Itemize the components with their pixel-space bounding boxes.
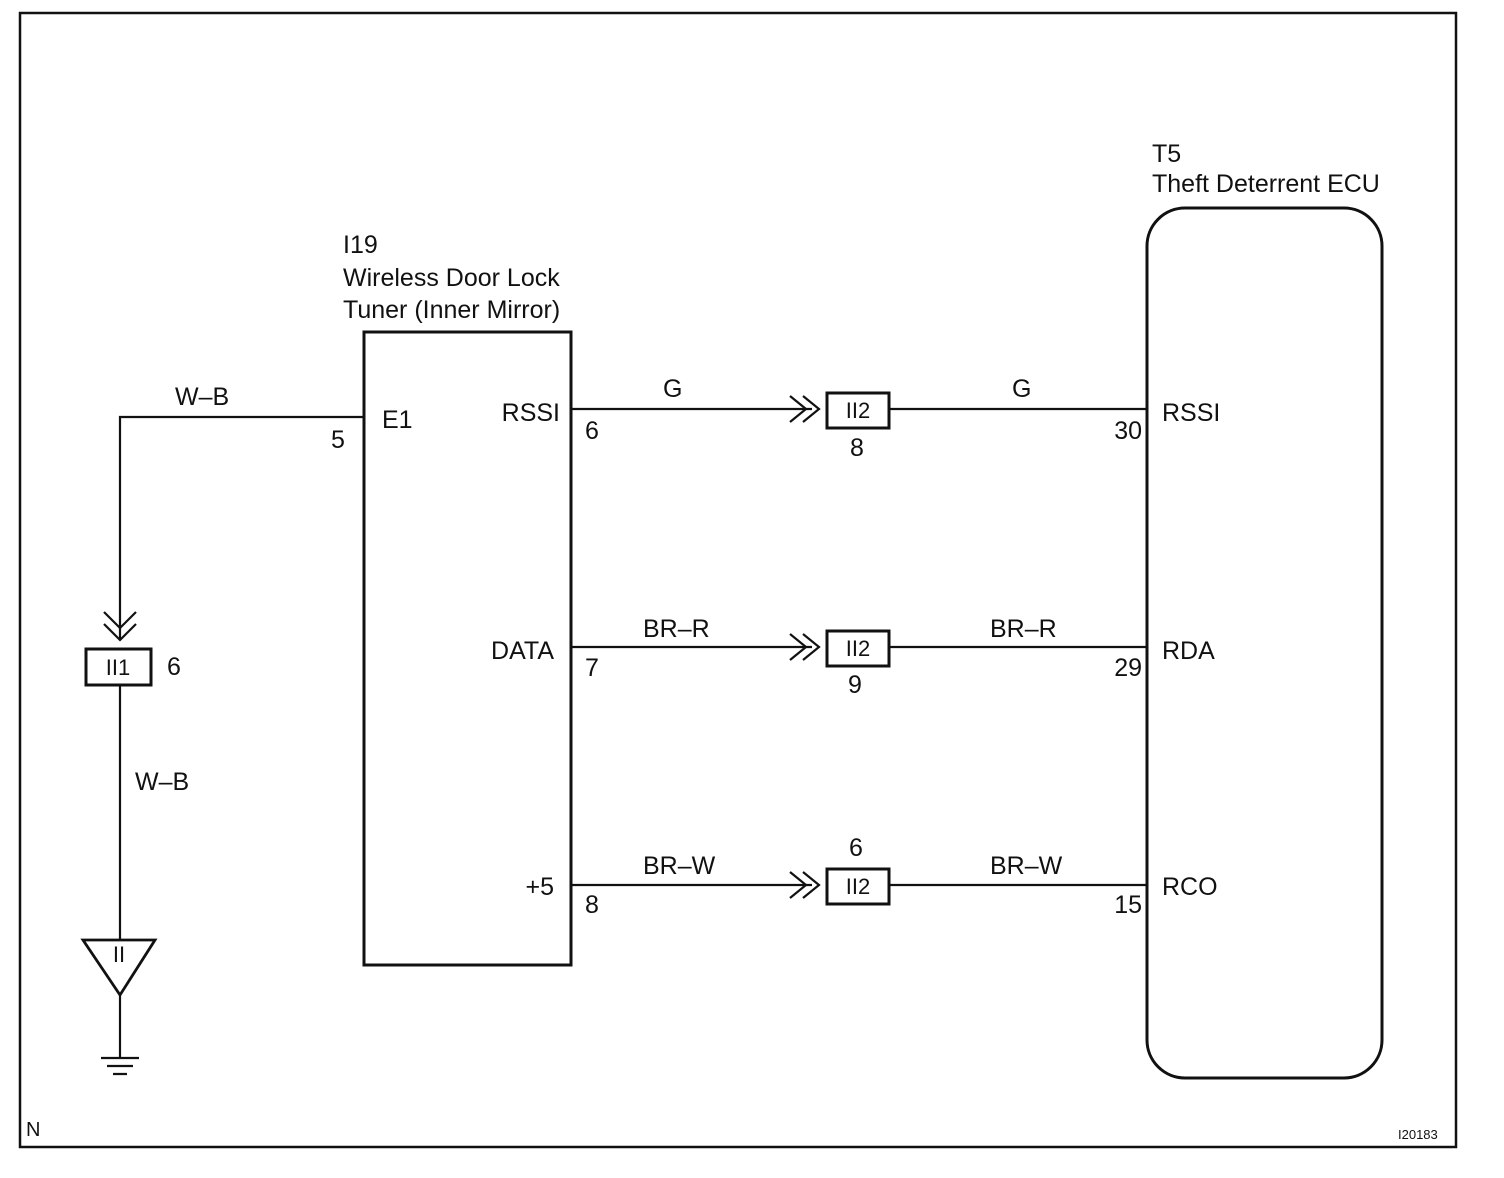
ecu-pin-15: 15 bbox=[1114, 891, 1142, 919]
ecu-terminal-rda: RDA bbox=[1162, 637, 1215, 665]
wire-label-wb-bottom: W–B bbox=[135, 768, 189, 796]
ecu-box bbox=[1145, 206, 1384, 1080]
figure-id: I20183 bbox=[1398, 1127, 1438, 1142]
ecu-name: Theft Deterrent ECU bbox=[1152, 170, 1380, 198]
wire-label-brw-left: BR–W bbox=[643, 852, 716, 880]
wire-label-brw-right: BR–W bbox=[990, 852, 1063, 880]
tuner-terminal-plus5: +5 bbox=[525, 873, 554, 901]
tuner-name-line2: Tuner (Inner Mirror) bbox=[343, 296, 560, 324]
connector-chevron-icon bbox=[789, 395, 821, 423]
corner-letter: N bbox=[26, 1119, 40, 1141]
ground-point-triangle-icon bbox=[80, 938, 158, 998]
signal-line-data: II2 9 BR–R BR–R bbox=[571, 615, 1147, 699]
wire-label-g-right: G bbox=[1012, 375, 1031, 403]
tuner-component: I19 Wireless Door Lock Tuner (Inner Mirr… bbox=[331, 231, 599, 967]
ecu-code: T5 bbox=[1152, 140, 1181, 168]
connector-chevron-icon bbox=[789, 871, 821, 899]
wire-e1-to-ii1 bbox=[118, 415, 364, 640]
connector-ii1-pin: 6 bbox=[167, 653, 181, 681]
tuner-terminal-e1: E1 bbox=[382, 406, 413, 434]
connector-chevron-icon bbox=[789, 633, 821, 661]
signal-line-rssi: II2 8 G G bbox=[571, 375, 1147, 462]
ecu-pin-29: 29 bbox=[1114, 654, 1142, 682]
tuner-pin-7: 7 bbox=[585, 654, 599, 682]
connector-ii1-box bbox=[84, 647, 153, 687]
wire-label-brr-right: BR–R bbox=[990, 615, 1057, 643]
connector-ii2-box bbox=[825, 629, 891, 668]
tuner-terminal-rssi: RSSI bbox=[502, 399, 560, 427]
ecu-terminal-rssi: RSSI bbox=[1162, 399, 1220, 427]
tuner-terminal-data: DATA bbox=[491, 637, 554, 665]
ecu-pin-30: 30 bbox=[1114, 417, 1142, 445]
ground-point-label: II bbox=[113, 942, 125, 967]
diagram-frame bbox=[18, 11, 1458, 1149]
connector-ii2-pin: 9 bbox=[848, 671, 862, 699]
tuner-pin-5: 5 bbox=[331, 426, 345, 454]
connector-ii2-label: II2 bbox=[846, 636, 870, 661]
wire-label-g-left: G bbox=[663, 375, 682, 403]
signal-line-plus5: II2 6 BR–W BR–W bbox=[571, 834, 1147, 906]
connector-ii2-pin: 6 bbox=[849, 834, 863, 862]
ground-branch: W–B II1 6 W–B II bbox=[80, 383, 364, 1076]
tuner-pin-6: 6 bbox=[585, 417, 599, 445]
tuner-name-line1: Wireless Door Lock bbox=[343, 264, 560, 292]
wire-label-wb-top: W–B bbox=[175, 383, 229, 411]
wire-label-brr-left: BR–R bbox=[643, 615, 710, 643]
connector-ii2-label: II2 bbox=[846, 874, 870, 899]
tuner-pin-8: 8 bbox=[585, 891, 599, 919]
connector-ii2-label: II2 bbox=[846, 398, 870, 423]
tuner-code: I19 bbox=[343, 231, 378, 259]
connector-ii2-pin: 8 bbox=[850, 434, 864, 462]
connector-chevron-icon bbox=[103, 611, 137, 642]
ecu-terminal-rco: RCO bbox=[1162, 873, 1218, 901]
connector-ii2-box bbox=[825, 391, 891, 430]
connector-ii2-box bbox=[825, 867, 891, 906]
ecu-component: T5 Theft Deterrent ECU RSSI RDA RCO 30 2… bbox=[1114, 140, 1384, 1080]
tuner-box bbox=[362, 330, 573, 967]
connector-ii1-label: II1 bbox=[106, 655, 130, 680]
earth-ground-icon bbox=[101, 1056, 139, 1076]
